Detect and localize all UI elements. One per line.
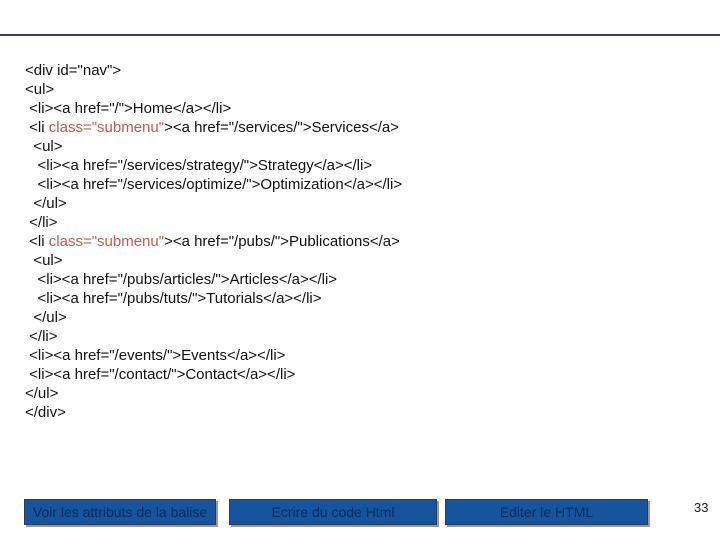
code-segment: <li><a href="/services/strategy/">Strate… — [25, 157, 373, 174]
code-segment: </div> — [25, 404, 66, 421]
code-line: <div id="nav"> — [25, 61, 402, 80]
code-line: <li><a href="/">Home</a></li> — [25, 99, 402, 118]
view-tag-attributes-button[interactable]: Voir les attributs de la balise — [24, 499, 216, 525]
code-segment: </ul> — [25, 309, 67, 326]
code-line: <ul> — [25, 137, 402, 156]
code-line: <li><a href="/services/optimize/">Optimi… — [25, 175, 403, 194]
code-segment: <li><a href="/contact/">Contact</a></li> — [25, 366, 296, 383]
code-line: <li class="submenu"><a href="/pubs/">Pub… — [25, 232, 402, 251]
code-segment: <li><a href="/">Home</a></li> — [25, 100, 232, 117]
code-line: </ul> — [25, 308, 402, 327]
code-line: <li><a href="/events/">Events</a></li> — [25, 346, 402, 365]
code-segment: <li><a href="/pubs/articles/">Articles</… — [25, 271, 338, 288]
code-line: </div> — [25, 403, 402, 422]
write-html-code-button[interactable]: Ecrire du code Html — [229, 499, 437, 525]
code-line: </ul> — [25, 194, 402, 213]
code-line: </li> — [25, 213, 402, 232]
code-segment: ><a href="/services/">Services</a> — [164, 119, 400, 136]
code-line: <ul> — [25, 251, 402, 270]
code-line: <li><a href="/pubs/articles/">Articles</… — [25, 270, 402, 289]
code-highlighted-segment: class="submenu" — [48, 233, 165, 250]
page-number: 33 — [694, 500, 709, 515]
edit-html-button[interactable]: Editer le HTML — [445, 499, 648, 525]
code-line: <li><a href="/contact/">Contact</a></li> — [25, 365, 402, 384]
code-segment: <li><a href="/pubs/tuts/">Tutorials</a><… — [25, 290, 322, 307]
code-segment: <li — [25, 119, 49, 136]
code-line: </ul> — [25, 384, 402, 403]
code-line: <li><a href="/pubs/tuts/">Tutorials</a><… — [25, 289, 402, 308]
code-segment: </ul> — [25, 195, 67, 212]
code-segment: <li><a href="/events/">Events</a></li> — [25, 347, 286, 364]
code-segment: </ul> — [25, 385, 59, 402]
code-segment: </li> — [25, 214, 58, 231]
code-segment: </li> — [25, 328, 58, 345]
code-segment: <ul> — [25, 138, 63, 155]
title-underline-rule — [0, 34, 720, 36]
code-segment: <ul> — [25, 81, 55, 98]
code-segment: ><a href="/pubs/">Publications</a> — [164, 233, 400, 250]
code-segment: <li><a href="/services/optimize/">Optimi… — [25, 176, 403, 193]
code-line: </li> — [25, 327, 402, 346]
code-highlighted-segment: class="submenu" — [48, 119, 165, 136]
code-segment: <ul> — [25, 252, 63, 269]
code-segment: <li — [25, 233, 49, 250]
code-segment: <div id="nav"> — [25, 62, 122, 79]
code-block: <div id="nav"> <ul> <li><a href="/">Home<… — [25, 61, 402, 422]
code-line: <li class="submenu"><a href="/services/"… — [25, 118, 402, 137]
code-line: <ul> — [25, 80, 402, 99]
code-line: <li><a href="/services/strategy/">Strate… — [25, 156, 402, 175]
